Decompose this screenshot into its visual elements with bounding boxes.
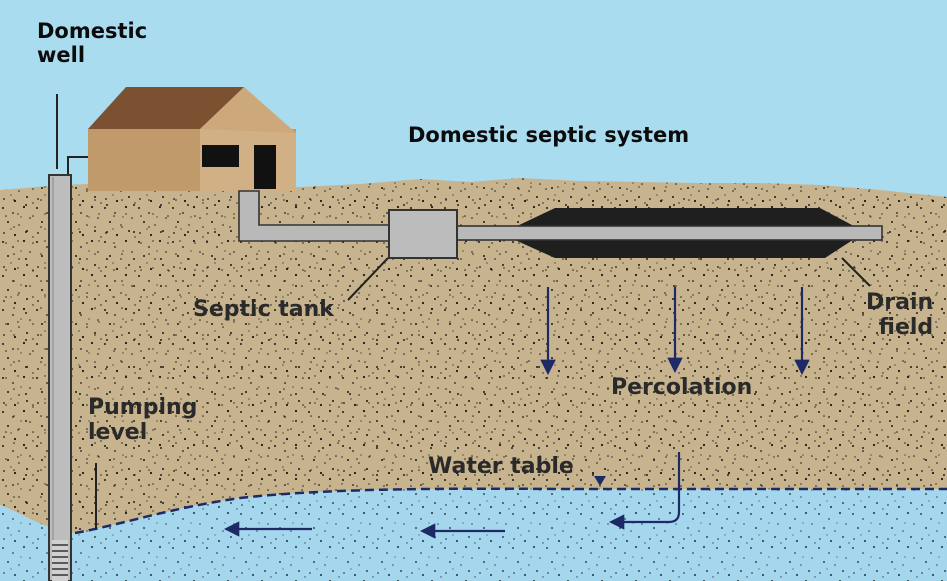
water-table-symbol <box>594 476 606 486</box>
pumping-level-label: Pumping level <box>88 395 198 445</box>
water-table-label: Water table <box>428 454 574 479</box>
percolation-label: Percolation <box>611 375 753 400</box>
house <box>88 87 296 191</box>
domestic-well-label-line: well <box>37 42 86 67</box>
drain-field-label-line: Drain <box>866 290 934 315</box>
pumping-level-label-line: Pumping <box>88 395 198 420</box>
septic-tank <box>388 209 458 259</box>
septic-tank-label: Septic tank <box>193 297 334 322</box>
distribution-pipe <box>456 225 883 241</box>
drain-field-label-line: field <box>878 314 934 340</box>
septic-system-label: Domestic septic system <box>408 123 690 147</box>
well-screen <box>52 540 68 581</box>
drain-field-label: Drain field <box>866 290 934 340</box>
domestic-well-label-line: Domestic <box>37 19 148 43</box>
septic-tank-leader <box>347 257 389 301</box>
water-table-line <box>74 487 947 535</box>
percolation-to-groundwater-arrow <box>608 452 681 530</box>
pumping-level-label-line: level <box>88 419 148 445</box>
domestic-well-label: Domestic well <box>37 19 148 67</box>
domestic-well <box>48 94 88 581</box>
drain-field-leader <box>841 257 871 287</box>
